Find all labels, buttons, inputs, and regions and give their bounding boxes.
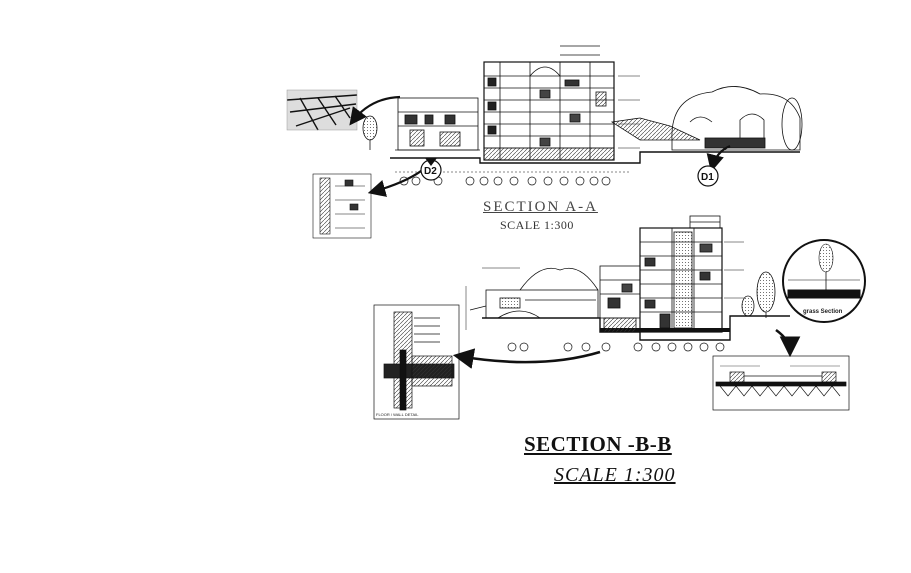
floor-wall-detail-label: FLOOR / WALL DETAIL [376, 412, 419, 417]
section-a-scale: SCALE 1:300 [500, 218, 574, 232]
tag-d1-label: D1 [701, 172, 714, 183]
column-detail-image [312, 173, 372, 239]
truss-detail-image [286, 89, 358, 131]
callout-arrows-b [452, 328, 801, 369]
grass-section-detail-image [712, 355, 850, 411]
section-b-grid-bubbles [507, 342, 725, 352]
detail-tag-d1: D1 [697, 165, 719, 187]
section-b-scale: SCALE 1:300 [554, 464, 676, 486]
floor-wall-detail-image: FLOOR / WALL DETAIL [373, 304, 460, 420]
section-b-title: SECTION -B-B [524, 432, 672, 456]
section-a-title: SECTION A-A [483, 199, 598, 215]
tag-d2-label: D2 [424, 166, 437, 177]
grass-section-callout: grass Section [782, 239, 866, 323]
section-a-drawing [362, 45, 803, 186]
section-b-drawing [465, 215, 790, 352]
detail-tag-d2: D2 [420, 158, 442, 181]
grass-section-label: grass Section [803, 309, 843, 315]
